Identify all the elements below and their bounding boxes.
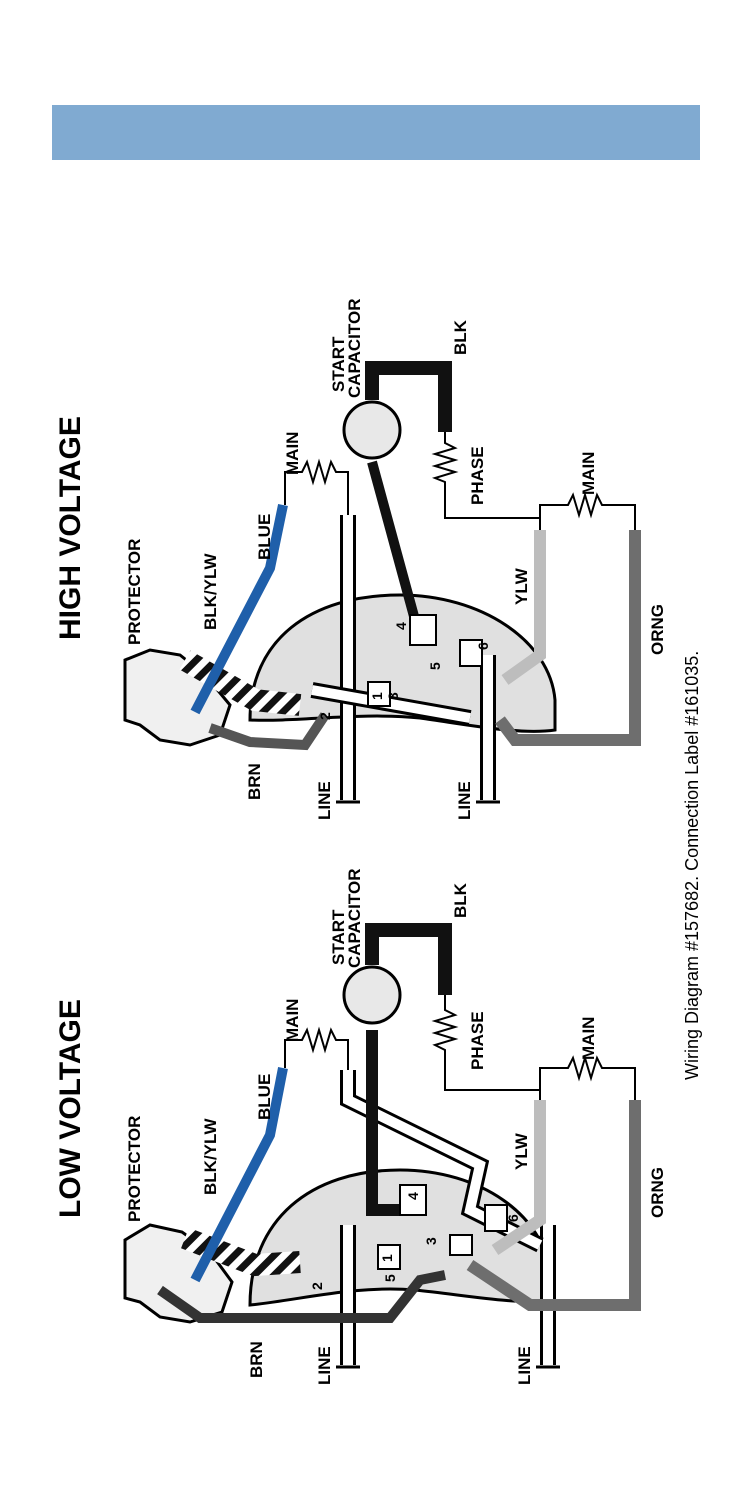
main-winding-bottom (540, 495, 635, 530)
low-blk-ylw-label: BLK/YLW (201, 1118, 220, 1195)
high-capacitor-label: CAPACITOR (345, 299, 364, 399)
low-term-2: 2 (309, 1282, 325, 1290)
main-winding-bottom (540, 1058, 635, 1100)
phase-winding (435, 432, 540, 518)
low-voltage-panel: LOW VOLTAGE PROTECTOR BLK/YLW BLUE BRN L… (54, 869, 667, 1386)
low-blue-label: BLUE (255, 1074, 274, 1120)
low-term-1: 1 (379, 1254, 395, 1262)
high-phase-label: PHASE (468, 446, 487, 505)
high-term-5: 5 (427, 662, 443, 670)
high-voltage-panel: HIGH VOLTAGE PROTECTOR BLK/YLW BLUE BRN … (54, 299, 667, 821)
high-term-4: 4 (393, 622, 409, 630)
low-capacitor-label: CAPACITOR (345, 869, 364, 969)
low-term-6: 6 (505, 1214, 521, 1222)
high-title: HIGH VOLTAGE (54, 416, 87, 640)
low-main-top-label: MAIN (283, 999, 302, 1042)
low-blk-label: BLK (451, 882, 470, 918)
low-orng-label: ORNG (648, 1167, 667, 1218)
low-term-3: 3 (423, 1237, 439, 1245)
high-main-bottom-label: MAIN (579, 452, 598, 495)
terminal-stud-4 (410, 615, 436, 645)
high-protector-label: PROTECTOR (125, 539, 144, 645)
high-term-1: 1 (369, 692, 385, 700)
high-line-label-2: LINE (455, 781, 474, 820)
low-line-label-2: LINE (515, 1346, 534, 1385)
terminal-stud-5 (450, 1235, 472, 1255)
phase-winding (435, 995, 540, 1090)
high-orng-label: ORNG (648, 604, 667, 655)
low-ylw-label: YLW (512, 1132, 531, 1170)
low-line-label-1: LINE (315, 1346, 334, 1385)
high-blk-ylw-label: BLK/YLW (201, 553, 220, 630)
low-title: LOW VOLTAGE (54, 999, 87, 1218)
high-brn-label: BRN (245, 763, 264, 800)
high-blk-label: BLK (451, 319, 470, 355)
low-brn-label: BRN (247, 1341, 266, 1378)
high-blue-label: BLUE (255, 514, 274, 560)
low-term-4: 4 (405, 1192, 421, 1200)
low-term-5: 5 (382, 1274, 398, 1282)
high-term-3: 3 (385, 692, 401, 700)
start-capacitor (344, 402, 400, 458)
high-line-label-1: LINE (315, 781, 334, 820)
high-term-6: 6 (475, 642, 491, 650)
high-term-2: 2 (317, 712, 333, 720)
low-main-bottom-label: MAIN (579, 1017, 598, 1060)
high-main-top-label: MAIN (283, 432, 302, 475)
low-phase-label: PHASE (468, 1011, 487, 1070)
start-capacitor (344, 967, 400, 1023)
caption: Wiring Diagram #157682. Connection Label… (682, 651, 702, 1080)
terminal-stud-6 (485, 1205, 507, 1231)
high-ylw-label: YLW (512, 567, 531, 605)
low-protector-label: PROTECTOR (125, 1116, 144, 1222)
